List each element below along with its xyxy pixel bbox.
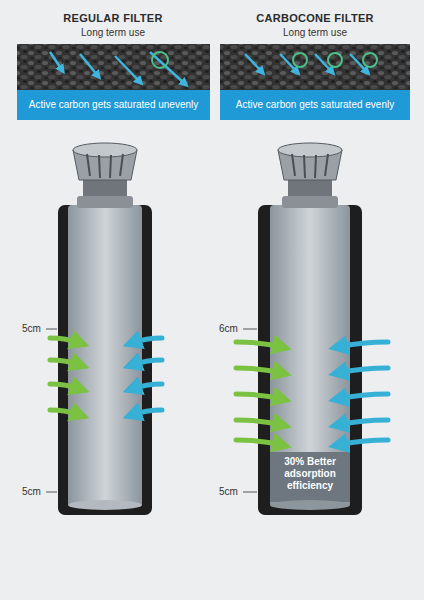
band-text: Active carbon gets saturated unevenly bbox=[29, 99, 199, 112]
info-band: Active carbon gets saturated evenly bbox=[220, 90, 410, 120]
filter-title: REGULAR FILTER bbox=[23, 12, 203, 25]
info-band: Active carbon gets saturated unevenly bbox=[17, 90, 210, 120]
dimension: 5cm bbox=[22, 486, 41, 498]
efficiency-note: 30% Better adsorption efficiency bbox=[271, 456, 349, 492]
filter-title: CARBOCONE FILTER bbox=[225, 12, 405, 25]
subtitle: Long term use bbox=[23, 27, 203, 39]
subtitle: Long term use bbox=[225, 27, 405, 39]
band-text: Active carbon gets saturated evenly bbox=[236, 99, 394, 112]
dimension: 6cm bbox=[219, 323, 238, 335]
dimension: 5cm bbox=[22, 323, 41, 335]
dimension: 5cm bbox=[219, 486, 238, 498]
